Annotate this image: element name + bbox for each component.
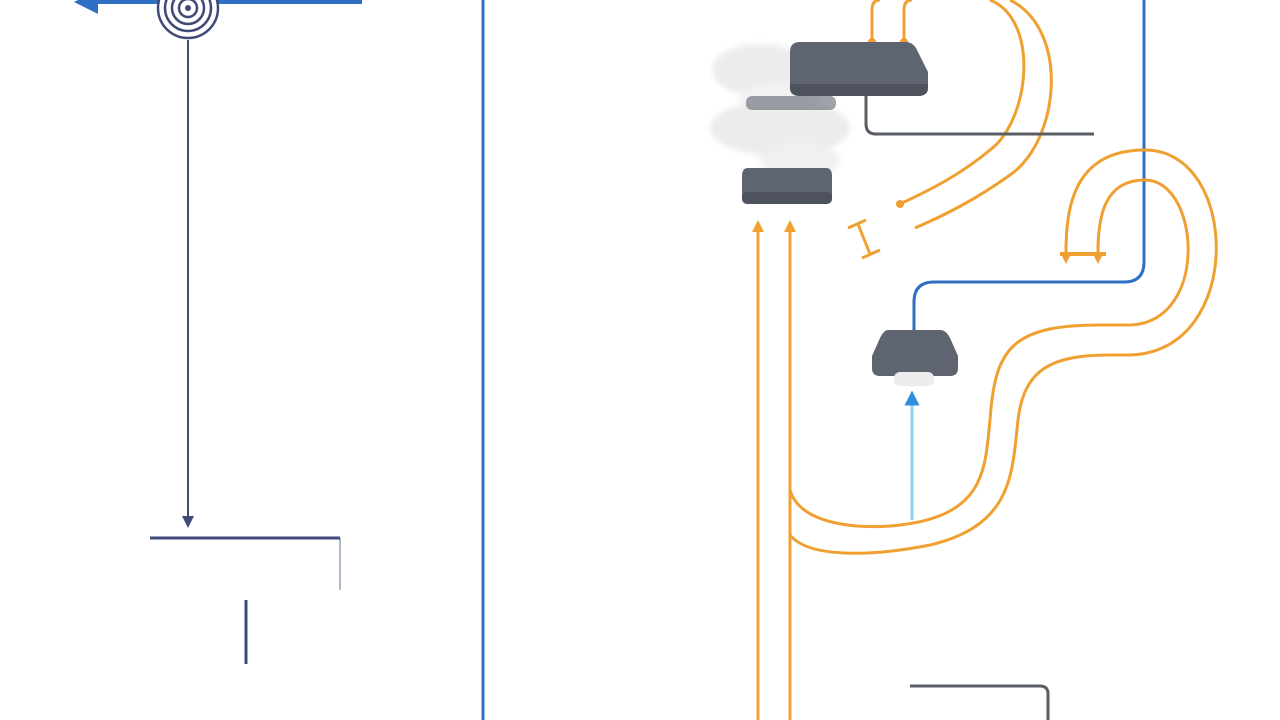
router-icon (746, 96, 836, 110)
orange-loop-right (1060, 244, 1106, 264)
bracket-bottom-left (150, 536, 341, 664)
orange-vertical-pair (752, 220, 796, 720)
router-icon (790, 42, 928, 96)
gray-wire-bottom (910, 684, 1050, 720)
i-beam-connector (847, 218, 881, 260)
concentric-target-icon (156, 0, 220, 40)
gray-wire-top (864, 96, 1094, 136)
router-icon (872, 330, 958, 386)
router-icon (742, 168, 832, 204)
orange-loop-top (847, 0, 1053, 260)
blue-link-to-small-router (912, 0, 1146, 330)
orange-s-curve (788, 148, 1218, 555)
